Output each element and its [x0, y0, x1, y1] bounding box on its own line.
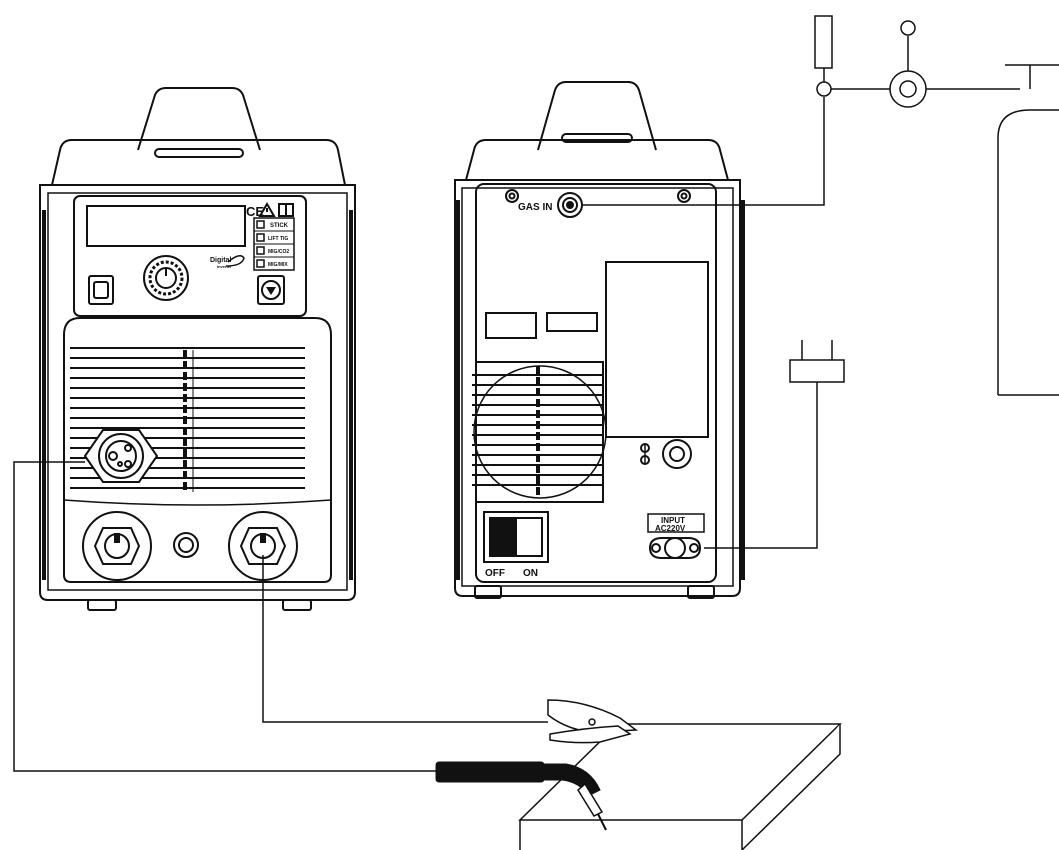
front-select-button — [257, 275, 285, 305]
front-welder — [39, 87, 356, 611]
front-handle-grip — [154, 148, 244, 158]
brand-sub-label: Inverter — [217, 264, 232, 269]
front-lower-plate — [63, 317, 332, 583]
warning-icon — [258, 202, 276, 217]
rear-welder — [454, 81, 745, 599]
power-supply — [704, 340, 845, 549]
ground-cable — [262, 555, 548, 723]
power-switch — [483, 511, 549, 563]
gas-hose — [582, 97, 825, 206]
front-handle — [137, 87, 261, 151]
front-mode-button — [88, 275, 114, 305]
ground-stud — [640, 439, 692, 469]
gas-inlet — [557, 192, 583, 218]
switch-on-label: ON — [523, 568, 538, 579]
flowmeter — [814, 15, 833, 69]
mode-label-2: MIG/CO2 — [268, 249, 289, 255]
input-label-1: INPUT — [661, 516, 685, 525]
torch-connector — [83, 429, 159, 483]
workpiece — [518, 723, 842, 850]
brand-label: Digital — [210, 257, 231, 264]
front-mode-list — [253, 217, 295, 271]
gas-cylinder — [997, 64, 1059, 396]
switch-off-label: OFF — [485, 568, 505, 579]
cables — [13, 461, 548, 772]
mode-label-1: LIFT TIG — [268, 236, 288, 242]
mig-torch — [435, 761, 607, 831]
rear-fan-grille — [472, 361, 607, 503]
torch-cable — [13, 461, 438, 772]
manual-icon — [278, 203, 294, 217]
front-knob — [143, 255, 189, 301]
rear-plate — [475, 183, 717, 583]
rear-handle — [537, 81, 657, 151]
rear-rating-plate — [605, 261, 709, 438]
control-socket — [173, 532, 199, 558]
gas-in-label: GAS IN — [518, 202, 552, 213]
power-cable — [704, 382, 818, 549]
front-body — [39, 184, 356, 601]
negative-terminal — [82, 511, 152, 581]
front-body-top — [51, 139, 346, 186]
positive-terminal — [228, 511, 298, 581]
power-plug — [789, 359, 845, 383]
mode-label-0: STICK — [270, 223, 289, 229]
input-socket — [647, 513, 705, 559]
front-display — [86, 205, 246, 247]
gas-supply — [582, 15, 1059, 396]
rear-body — [454, 179, 741, 597]
input-label-2: AC220V — [655, 524, 686, 533]
front-control-panel — [73, 195, 307, 317]
ground-clamp — [547, 699, 639, 744]
regulator — [889, 20, 927, 108]
mode-label-3: MIG/MIX — [268, 262, 288, 268]
